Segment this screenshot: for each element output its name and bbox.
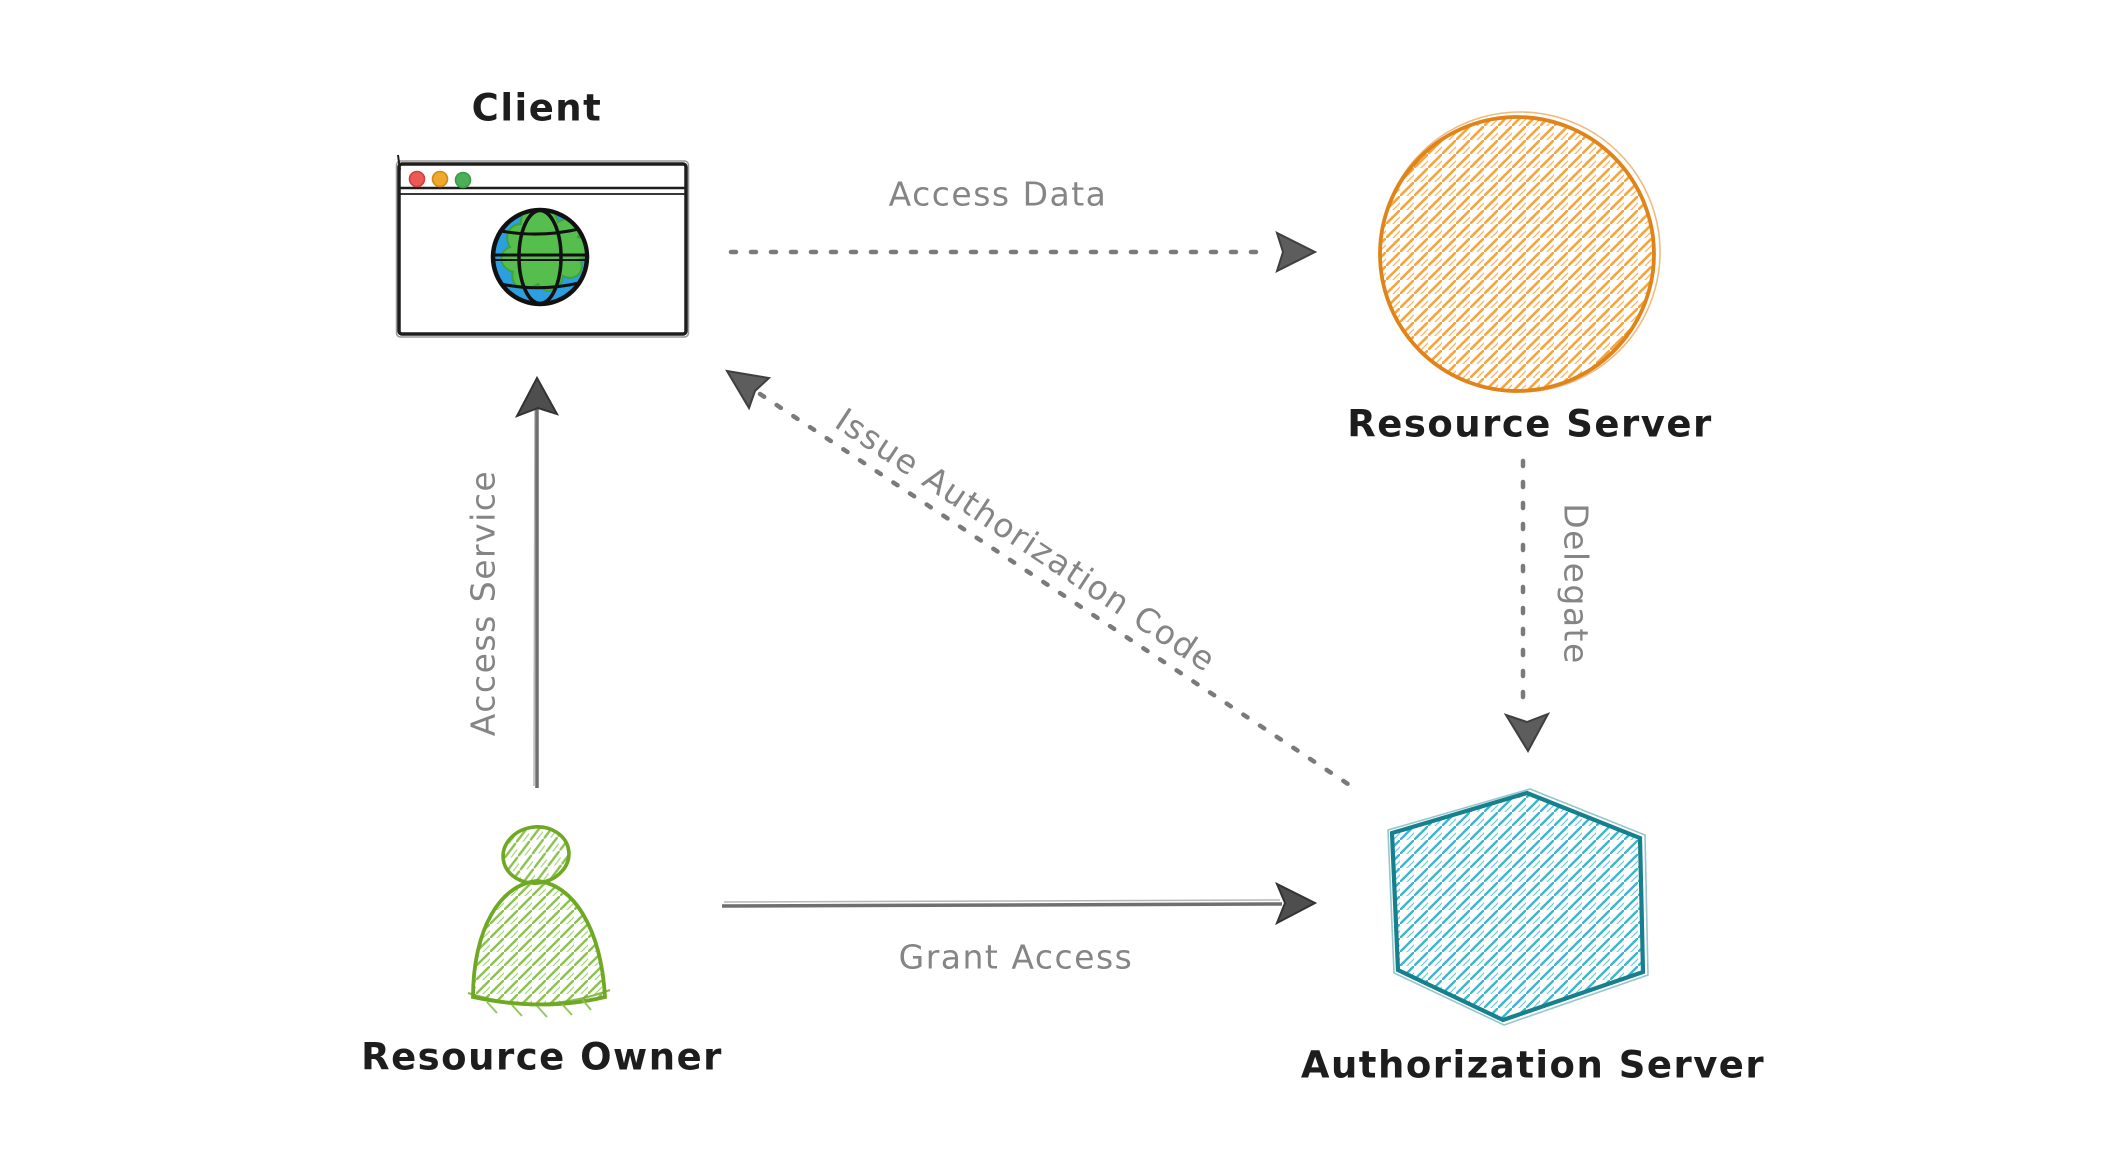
resource-server-circle: [1378, 111, 1661, 393]
resource-owner-label: Resource Owner: [361, 1035, 723, 1079]
resource-owner-person-icon: [467, 825, 611, 1018]
arrowhead-right-icon: [1275, 881, 1318, 926]
access-data-arrow: [728, 231, 1318, 273]
issue-authorization-code-arrow: [725, 369, 1360, 793]
grant-access-arrow: [721, 881, 1318, 926]
arrowhead-right-icon: [1275, 231, 1318, 273]
arrowhead-down-icon: [1503, 712, 1551, 754]
arrowhead-upleft-icon: [725, 369, 772, 411]
access-service-arrow: [514, 375, 560, 788]
edge-label-grant-access: Grant Access: [898, 937, 1134, 977]
traffic-light-green-icon: [454, 171, 472, 189]
authorization-server-label: Authorization Server: [1300, 1043, 1766, 1087]
edge-label-access-service: Access Service: [463, 469, 503, 737]
arrowhead-up-icon: [514, 375, 560, 418]
delegate-arrow: [1503, 458, 1551, 754]
edge-label-access-data: Access Data: [888, 174, 1108, 214]
client-label: Client: [471, 86, 603, 130]
traffic-light-red-icon: [408, 170, 426, 188]
traffic-light-yellow-icon: [431, 170, 449, 188]
resource-server-label: Resource Server: [1347, 402, 1713, 446]
globe-icon: [490, 207, 590, 307]
authorization-server-hexagon: [1387, 788, 1649, 1026]
client-browser-icon: [395, 154, 690, 338]
edge-label-delegate: Delegate: [1556, 503, 1596, 665]
